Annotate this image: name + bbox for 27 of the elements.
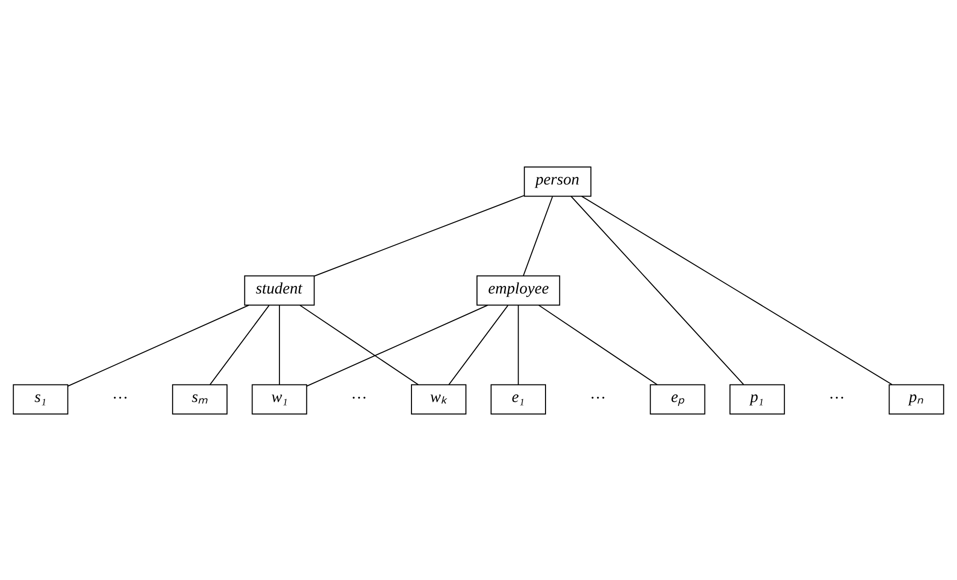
node-box: eₚ — [650, 384, 706, 414]
connector — [570, 195, 744, 384]
node-box: wₖ — [410, 384, 466, 414]
connector — [306, 304, 488, 386]
connector — [314, 194, 525, 276]
node-box: person — [524, 166, 592, 196]
connector — [581, 195, 892, 384]
node-box: student — [244, 274, 315, 306]
node-box: w₁ — [252, 384, 308, 414]
node-box: employee — [476, 274, 560, 306]
label: ··· — [590, 390, 606, 407]
node-box: pₙ — [888, 384, 944, 414]
connector — [518, 304, 519, 384]
node-box: e₁ — [490, 384, 546, 414]
node-box: p₁ — [729, 384, 785, 414]
connector — [278, 304, 280, 384]
connector — [538, 304, 658, 385]
connector — [448, 304, 508, 385]
connector — [210, 304, 270, 385]
node-box: sₘ — [172, 384, 228, 414]
label: ··· — [351, 390, 368, 407]
label: ··· — [112, 390, 128, 407]
node-box: s₁ — [12, 384, 68, 414]
connector — [68, 304, 249, 386]
connector — [522, 196, 553, 276]
connector — [300, 304, 419, 385]
label: ··· — [828, 390, 845, 407]
